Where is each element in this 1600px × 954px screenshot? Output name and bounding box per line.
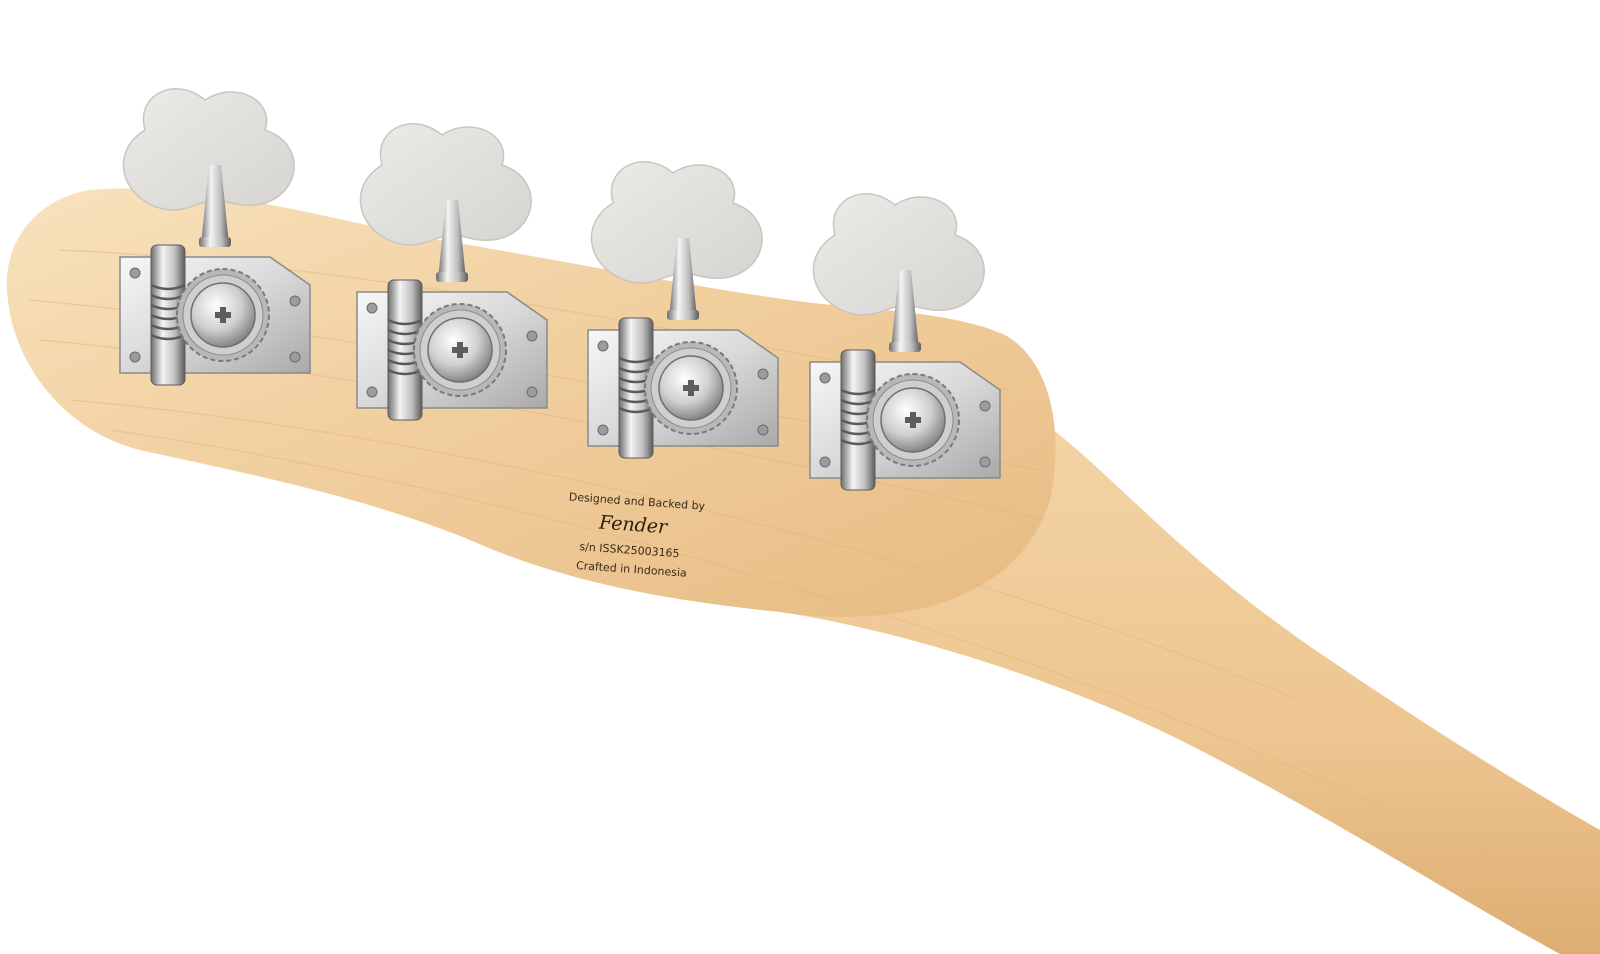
fender-logo: Fender <box>597 511 669 538</box>
